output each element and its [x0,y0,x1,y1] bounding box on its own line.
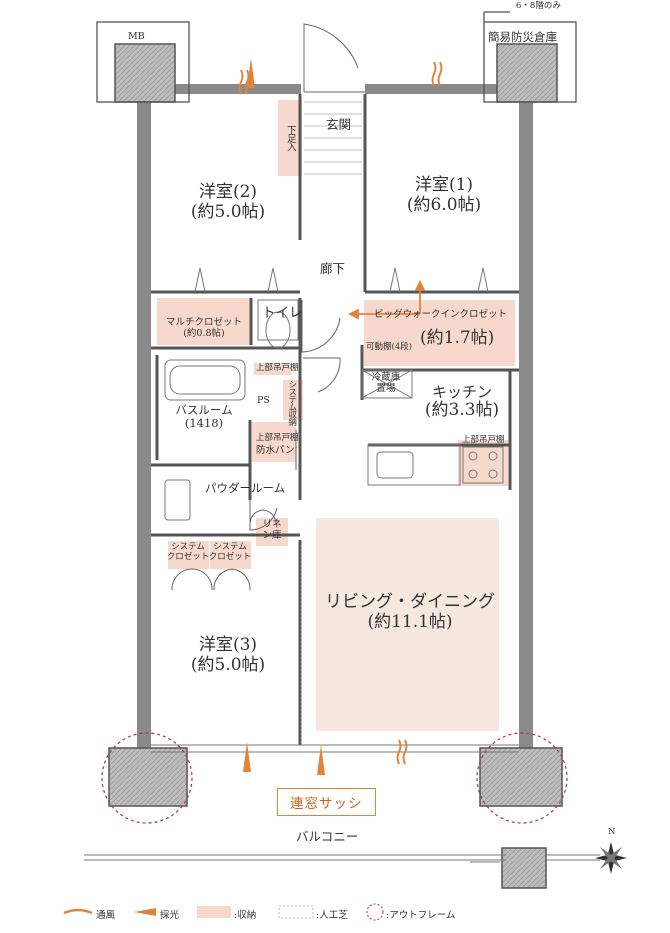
multi-closet: マルチクロゼット (約0.8帖) [165,317,243,340]
thin-lines [84,299,600,863]
west-room-3-size: (約5.0帖) [190,654,266,675]
outframe-circle-left [101,732,193,824]
storage-legend-icon [197,906,231,918]
west-room-3: 洋室(3) (約5.0帖) [190,635,266,675]
living-dining-size: (約11.1帖) [367,611,453,632]
kitchen: キッチン (約3.3帖) [424,383,500,421]
bathroom: バスルーム (1418) [175,403,233,431]
west-room-2-size: (約5.0帖) [190,201,266,222]
west-room-2: 洋室(2) (約5.0帖) [190,182,266,222]
west-room-1-size: (約6.0帖) [406,194,482,215]
legend-wind: 通風 [96,910,116,921]
west-room-1: 洋室(1) (約6.0帖) [406,175,482,215]
system-closet-1: システム クロゼット [166,542,210,563]
outframe-legend-icon [366,903,384,921]
toilet-label: トイレ [262,305,303,321]
wind-arrows [238,61,443,765]
mb-label: MB [128,31,145,42]
balcony-label: バルコニー [296,829,359,844]
outframe-circle-right [476,732,568,824]
system-closet-1-line1: システム [171,542,205,552]
system-closet-2-line1: システム [213,542,247,552]
west-room-1-name: 洋室(1) [414,175,474,195]
system-closet-1-line2: クロゼット [166,551,210,562]
fridge-label: 冷蔵庫置場 [371,372,401,394]
system-closet-2: システム クロゼット [208,542,252,563]
bathroom-name: バスルーム [175,403,233,417]
outer-walls [137,84,533,748]
living-dining: リビング・ダイニング (約11.1帖) [325,592,495,632]
legend-turf: :人工芝 [316,910,348,921]
bath-upper-cabinet: 上部吊戸棚 [256,433,299,443]
wind-legend-icon [63,908,93,915]
bathroom-size: (1418) [184,416,224,431]
floor-note: 6・8階のみ [516,1,561,11]
window-marks [194,267,489,293]
shoe-storage-label: 下足入 [284,125,296,151]
legend-storage: :収納 [234,910,257,921]
entrance-steps [304,101,362,175]
legend-light: 採光 [160,910,180,921]
legend-icons [63,903,384,921]
powder-room-label: パウダールーム [205,481,286,495]
walk-in-arrows [347,279,426,320]
doors [171,23,365,591]
storage-label: 簡易防災倉庫 [488,30,557,44]
light-arrows [243,58,325,775]
kitchen-upper-cabinet: 上部吊戸棚 [462,435,505,445]
compass-north-label: N [608,827,616,837]
system-storage-label: システム収納 [286,380,297,425]
hall-label: 廊下 [320,261,346,276]
legend-outframe: :アウトフレーム [386,910,456,921]
toilet-upper-cabinet: 上部吊戸棚 [256,363,299,373]
system-closet-2-line2: クロゼット [208,551,252,562]
sash-badge: 連窓サッシ [277,788,376,816]
linen-label: リネン庫 [262,519,282,541]
multi-closet-name: マルチクロゼット [165,317,243,328]
genkan-label: 玄関 [326,117,352,132]
shelf-label: 可動棚(4段) [366,342,413,352]
living-area-fill [316,518,499,731]
compass-icon [595,842,627,874]
west-room-2-name: 洋室(2) [198,182,258,202]
waterproof-pan-label: 防水パン [256,445,295,456]
storage-areas [157,100,515,569]
ps-label: PS [257,395,270,406]
turf-legend-icon [278,905,314,919]
columns [108,43,563,889]
upper-boxes [96,11,577,103]
kitchen-size: (約3.3帖) [424,400,500,421]
multi-closet-size: (約0.8帖) [183,327,225,339]
walk-in-closet-label: ビッグウォークインクロゼット [374,309,508,320]
walk-in-closet-size: (約1.7帖) [420,328,495,348]
kitchen-name: キッチン [431,383,492,401]
light-legend-icon [134,908,156,916]
living-dining-name: リビング・ダイニング [325,592,495,612]
west-room-3-name: 洋室(3) [198,635,258,655]
